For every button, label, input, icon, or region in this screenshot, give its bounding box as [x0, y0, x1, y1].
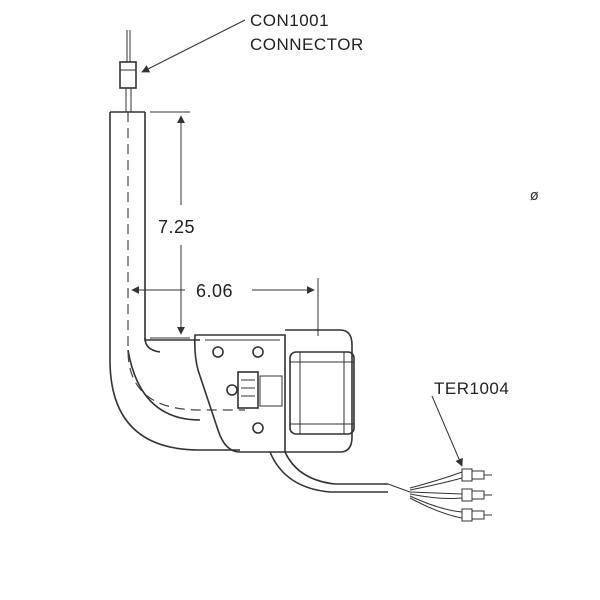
terminal-ref-label: TER1004	[434, 379, 509, 398]
connector-name-label: CONNECTOR	[250, 35, 364, 54]
terminals-ter1004	[409, 468, 492, 522]
motor-body	[285, 329, 355, 453]
horizontal-dimension: 6.06	[131, 278, 319, 336]
diameter-symbol: ø	[530, 188, 539, 204]
vertical-dimension-value: 7.25	[158, 217, 195, 237]
vertical-dimension: 7.25	[150, 111, 195, 339]
horizontal-dimension-value: 6.06	[196, 281, 233, 301]
output-cable	[269, 451, 411, 493]
mounting-bracket	[194, 334, 286, 453]
bent-tube	[109, 111, 245, 451]
connector-ref-label: CON1001	[250, 11, 329, 30]
connector-leader	[141, 19, 246, 73]
connector-con1001	[119, 30, 137, 112]
terminal-leader	[431, 395, 463, 467]
